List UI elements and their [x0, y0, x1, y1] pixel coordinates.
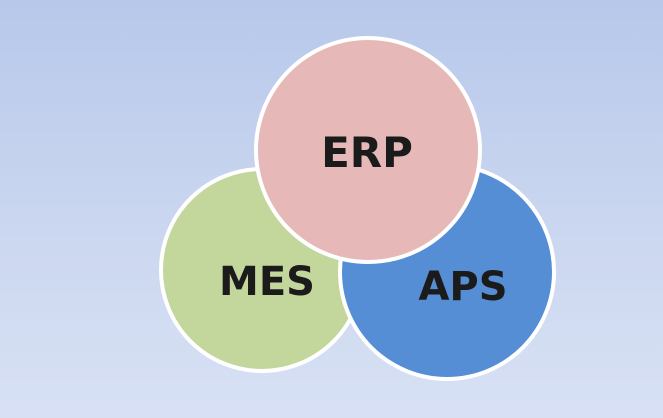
erp-label: ERP	[321, 128, 413, 177]
mes-label: MES	[219, 259, 315, 305]
aps-label: APS	[418, 264, 507, 310]
erp-circle	[254, 36, 482, 264]
